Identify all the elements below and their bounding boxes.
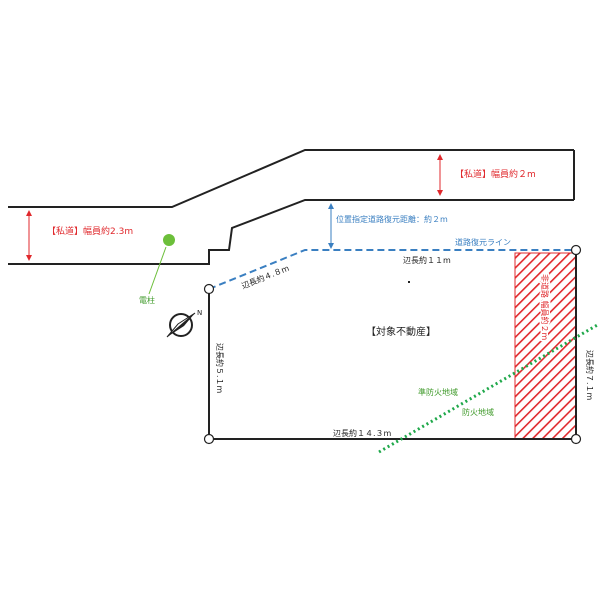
label-side-7-1m: 辺長約７.１m	[585, 350, 595, 401]
utility-pole-leader	[148, 246, 167, 295]
corner-point-top-left	[203, 283, 215, 295]
label-target-property: 【対象不動産】	[366, 325, 436, 338]
label-road-vertical: 非道路 幅員約２m	[540, 274, 550, 341]
label-utility-pole: 電柱	[139, 295, 155, 305]
center-mark	[408, 281, 410, 283]
label-road-restore-line: 道路復元ライン	[455, 237, 511, 247]
hatched-road-strip	[514, 252, 577, 440]
corner-point-bottom-right	[570, 433, 582, 445]
utility-pole-icon	[163, 234, 175, 246]
property-boundary	[208, 250, 577, 440]
corner-point-top-right	[570, 244, 582, 256]
road-upper-edge	[8, 149, 574, 208]
label-private-road-top: 【私道】幅員約２m	[455, 168, 536, 180]
label-side-14-3m: 辺長約１４.３m	[333, 428, 392, 438]
compass-icon: N	[166, 309, 202, 338]
label-side-11m: 辺長約１１m	[403, 255, 451, 265]
compass-n-label: N	[197, 309, 202, 317]
label-semi-fire-zone: 準防火地域	[418, 387, 458, 397]
label-fire-zone: 防火地域	[462, 407, 494, 417]
corner-point-bottom-left	[203, 433, 215, 445]
road-lower-edge	[8, 199, 574, 265]
label-side-5-1m: 辺長約５.１m	[215, 343, 225, 394]
restore-line	[208, 249, 576, 290]
label-private-road-left: 【私道】幅員約2.3m	[47, 225, 133, 237]
label-designated-road-distance: 位置指定道路復元距離：約２m	[336, 214, 448, 224]
